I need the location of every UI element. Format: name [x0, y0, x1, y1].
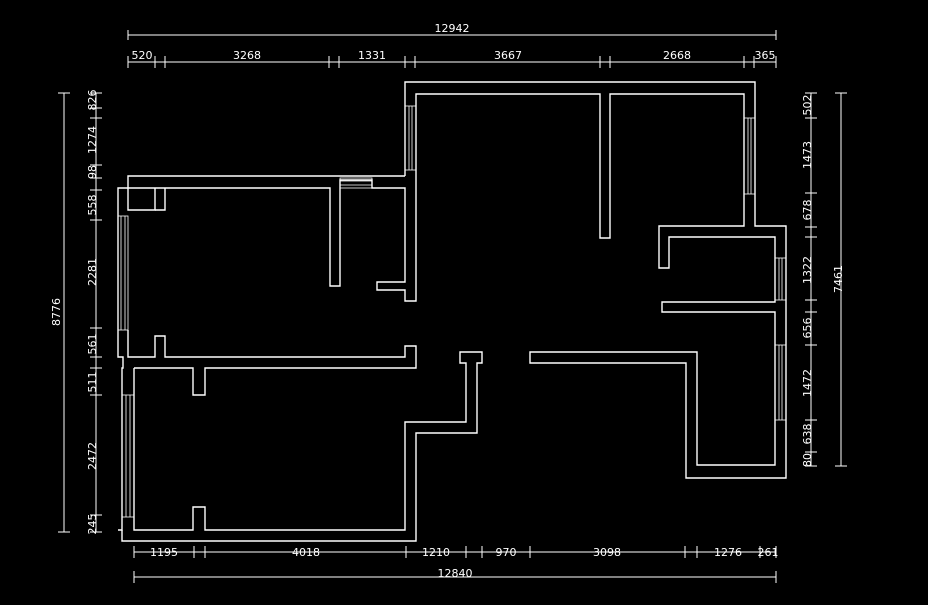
bottom-total-dimension: 12840: [133, 567, 777, 583]
wall-middle-partition: [127, 330, 417, 396]
left-segment-label: 511: [86, 372, 99, 393]
left-segment-label: 561: [86, 334, 99, 355]
wall-lower-room: [121, 351, 483, 542]
top-segment-label: 1331: [358, 49, 386, 62]
bottom-segment-label: 1195: [150, 546, 178, 559]
window-top-right: [743, 117, 756, 195]
window-interior-opening: [339, 177, 373, 189]
top-segment-label: 2668: [663, 49, 691, 62]
window-left-lower: [121, 394, 135, 518]
right-segment-label: 656: [801, 318, 814, 339]
wall-top-block: [127, 81, 787, 479]
left-segment-label: 826: [86, 90, 99, 111]
right-segment-label: 678: [801, 200, 814, 221]
bottom-segment-label: 970: [496, 546, 517, 559]
right-total-label: 7461: [832, 265, 845, 293]
left-segment-dimensions: 826 1274 98 558 2281 561 511 2472 245: [86, 90, 102, 535]
wall-left-outer: [117, 187, 128, 531]
bottom-segment-label: 1210: [422, 546, 450, 559]
top-segment-dimensions: 520 3268 1331 3667 2668 365: [127, 49, 777, 68]
top-segment-label: 365: [755, 49, 776, 62]
bottom-segment-label: 1276: [714, 546, 742, 559]
bottom-total-label: 12840: [438, 567, 473, 580]
top-total-dimension: 12942: [127, 22, 777, 40]
top-total-label: 12942: [435, 22, 470, 35]
right-total-dimension: 7461: [832, 92, 847, 467]
wall-left-bedroom-stub: [155, 188, 166, 211]
top-segment-label: 520: [132, 49, 153, 62]
left-total-label: 8776: [50, 298, 63, 326]
bottom-segment-label: 4018: [292, 546, 320, 559]
right-segment-label: 80: [801, 453, 814, 467]
window-top-left: [404, 105, 417, 171]
left-segment-label: 245: [86, 514, 99, 535]
right-segment-dimensions: 502 1473 678 1322 656 1472 638 80: [801, 92, 817, 467]
left-segment-label: 2472: [86, 442, 99, 470]
top-segment-label: 3268: [233, 49, 261, 62]
window-right-middle: [774, 257, 787, 301]
left-segment-label: 1274: [86, 126, 99, 154]
bottom-segment-dimensions: 1195 4018 1210 970 3098 1276 261: [133, 546, 779, 559]
window-right-lower: [774, 344, 787, 421]
walls: [117, 81, 787, 542]
window-left-upper: [117, 215, 129, 331]
windows: [117, 105, 787, 518]
wall-left-bedroom-bottom: [127, 188, 156, 211]
right-segment-label: 638: [801, 424, 814, 445]
right-segment-label: 1472: [801, 369, 814, 397]
right-segment-label: 1322: [801, 256, 814, 284]
left-total-dimension: 8776: [50, 92, 70, 533]
right-segment-label: 502: [801, 95, 814, 116]
left-segment-label: 98: [86, 165, 99, 179]
left-segment-label: 2281: [86, 258, 99, 286]
bottom-segment-label: 3098: [593, 546, 621, 559]
top-segment-label: 3667: [494, 49, 522, 62]
left-segment-label: 558: [86, 195, 99, 216]
bottom-segment-label: 261: [758, 546, 779, 559]
right-segment-label: 1473: [801, 141, 814, 169]
